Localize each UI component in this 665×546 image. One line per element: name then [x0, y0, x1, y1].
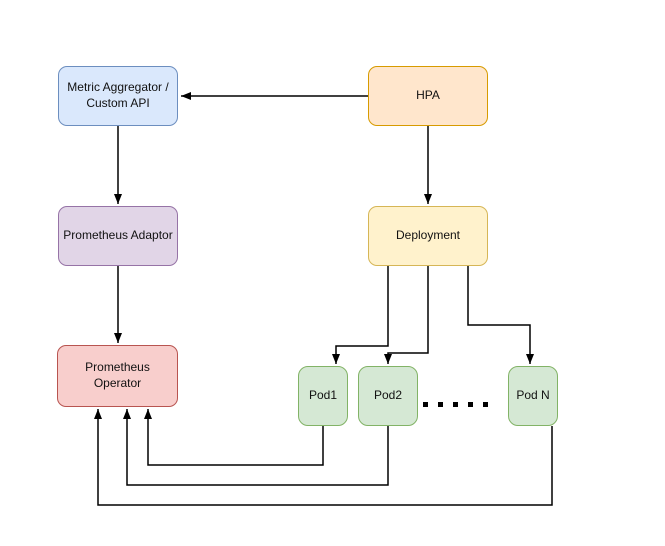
- node-prometheus-operator-label: Prometheus Operator: [85, 360, 150, 390]
- node-pod-n-label: Pod N: [516, 388, 550, 403]
- node-deployment-label: Deployment: [395, 228, 461, 243]
- arrow-deployment-to-pod-n: [467, 266, 534, 364]
- pods-ellipsis-dot: [468, 402, 473, 407]
- node-pod-n: Pod N: [508, 366, 558, 426]
- node-prometheus-adaptor-label: Prometheus Adaptor: [63, 228, 173, 243]
- pods-ellipsis-dot: [483, 402, 488, 407]
- node-hpa: HPA: [368, 66, 488, 126]
- node-metric-aggregator: Metric Aggregator / Custom API: [58, 66, 178, 126]
- node-metric-aggregator-label-line1: Metric Aggregator /: [67, 80, 169, 95]
- pods-ellipsis-dot: [453, 402, 458, 407]
- arrow-pod2-to-prometheus-operator: [123, 409, 389, 486]
- node-deployment: Deployment: [368, 206, 488, 266]
- pods-ellipsis-dot: [423, 402, 428, 407]
- node-pod1-label: Pod1: [308, 388, 338, 403]
- node-metric-aggregator-label-line2: Custom API: [86, 96, 150, 110]
- node-pod1: Pod1: [298, 366, 348, 426]
- node-prometheus-operator: Prometheus Operator: [57, 345, 178, 407]
- arrow-deployment-to-pod2: [384, 266, 429, 364]
- pods-ellipsis: [423, 402, 488, 407]
- node-hpa-label: HPA: [416, 88, 440, 103]
- node-prometheus-adaptor: Prometheus Adaptor: [58, 206, 178, 266]
- pods-ellipsis-dot: [438, 402, 443, 407]
- node-pod2: Pod2: [358, 366, 418, 426]
- arrow-deployment-to-pod1: [332, 266, 389, 364]
- arrow-pod1-to-prometheus-operator: [144, 409, 324, 466]
- node-pod2-label: Pod2: [373, 388, 403, 403]
